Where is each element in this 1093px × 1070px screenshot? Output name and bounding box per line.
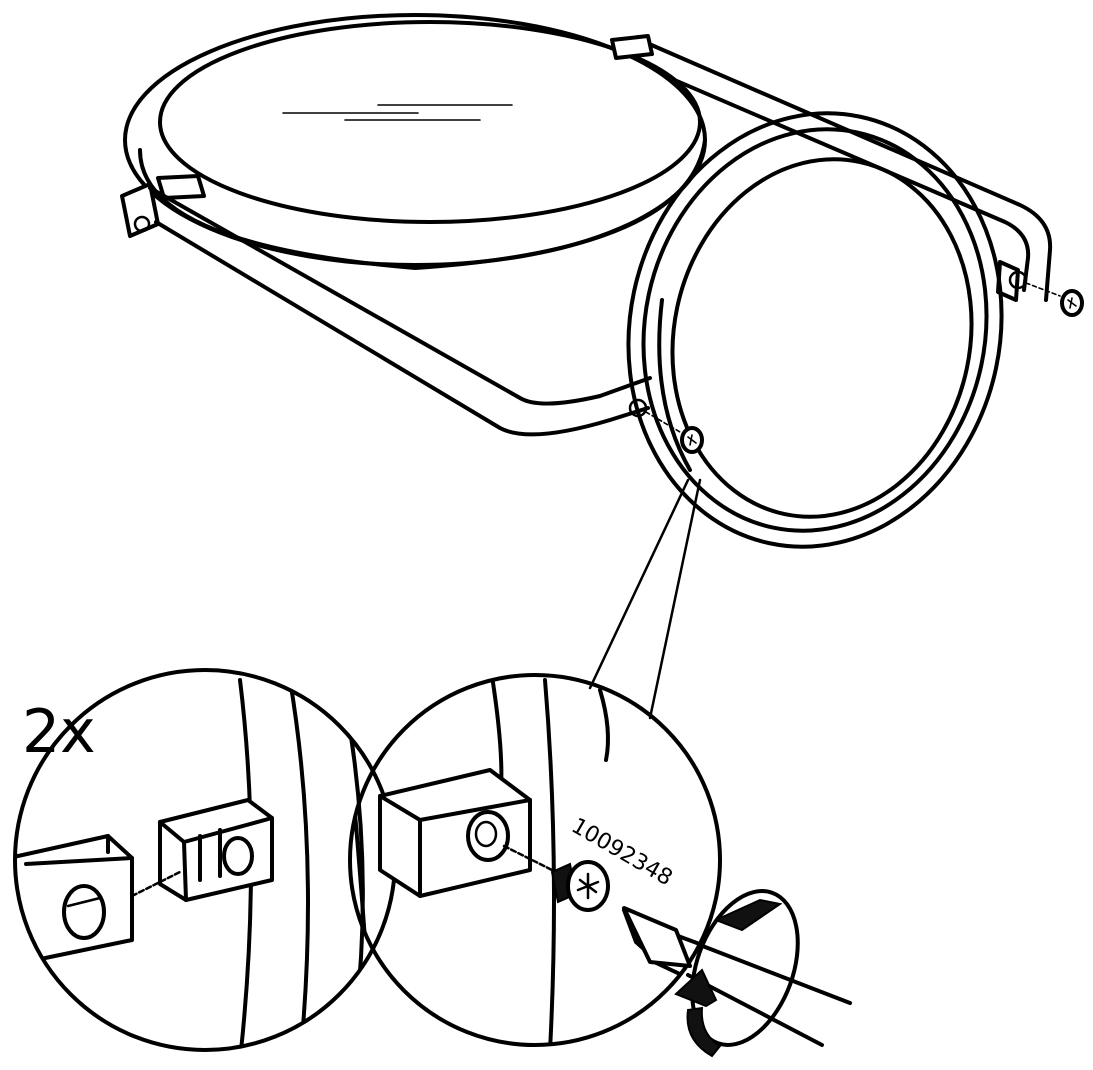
detail-left xyxy=(13,668,397,1052)
quantity-label: 2x xyxy=(22,697,96,767)
detail-right xyxy=(348,673,852,1047)
mirror-ring xyxy=(626,111,1004,549)
clockwise-arrow-icon xyxy=(674,889,800,1058)
disk-clips xyxy=(156,34,654,200)
main-assembly xyxy=(120,13,1084,720)
callout-lines xyxy=(588,478,702,720)
mirror-disk xyxy=(123,13,707,270)
screw-right xyxy=(1008,270,1084,317)
screw-front xyxy=(628,398,704,454)
screw-detail xyxy=(550,860,610,912)
frame-rail-front xyxy=(120,182,652,437)
